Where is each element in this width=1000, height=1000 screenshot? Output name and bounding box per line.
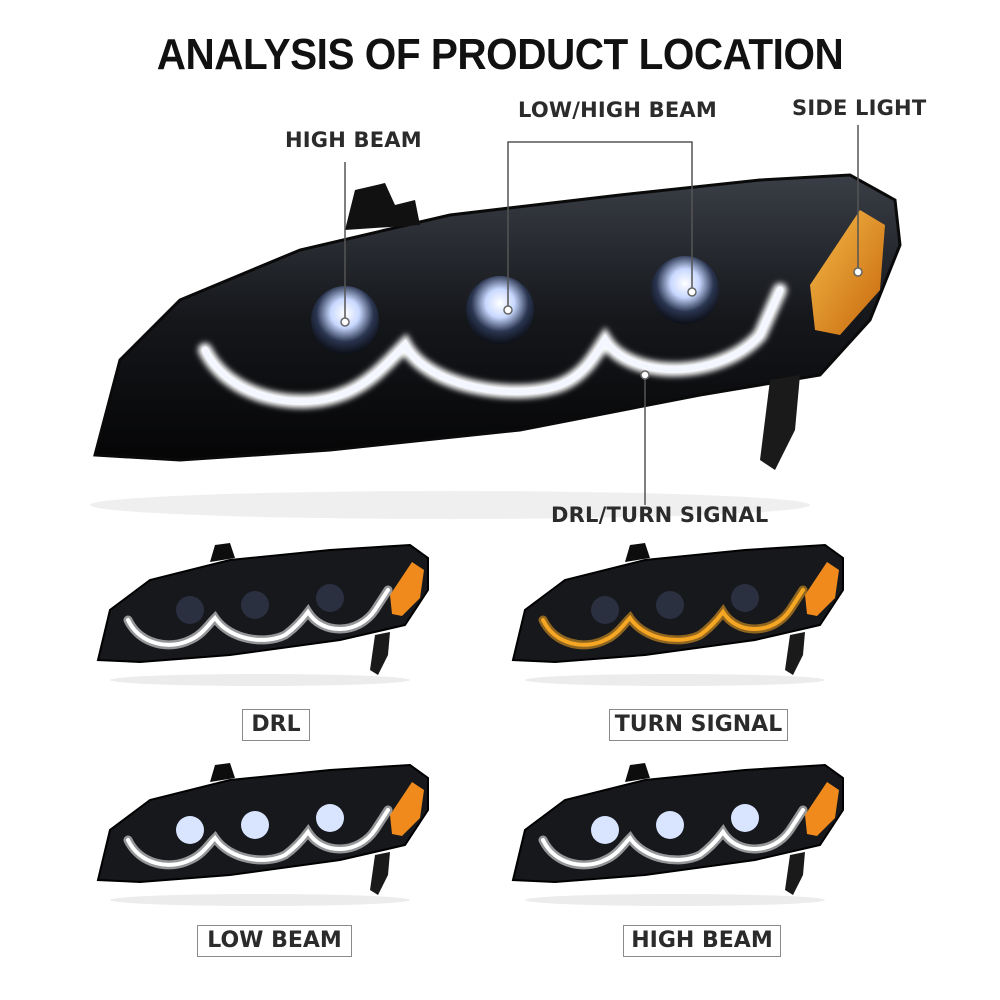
caption-drl: DRL bbox=[242, 709, 310, 741]
main-bracket bbox=[760, 375, 800, 470]
variant-lens-3 bbox=[316, 584, 344, 612]
variant-bracket bbox=[370, 632, 390, 675]
variant-reflection bbox=[110, 674, 410, 686]
variant-lens-3 bbox=[316, 804, 344, 832]
variant-lens-2 bbox=[656, 591, 684, 619]
variant-headlight-low bbox=[96, 763, 429, 906]
variant-side-light bbox=[805, 782, 839, 836]
variant-side-light bbox=[390, 562, 424, 616]
variant-headlight-high bbox=[511, 763, 844, 906]
variant-lens-3 bbox=[731, 584, 759, 612]
callout-low-high-beam: LOW/HIGH BEAM bbox=[518, 98, 717, 122]
variant-bracket bbox=[370, 852, 390, 895]
caption-turn-signal: TURN SIGNAL bbox=[609, 709, 788, 741]
variant-drl-strip bbox=[541, 808, 805, 867]
variant-lens-1 bbox=[176, 816, 204, 844]
main-reflection bbox=[90, 491, 810, 519]
variant-lens-2 bbox=[656, 811, 684, 839]
variant-lens-2 bbox=[241, 811, 269, 839]
variant-drl-strip bbox=[126, 808, 390, 867]
variant-lens-1 bbox=[176, 596, 204, 624]
callout-lines bbox=[340, 125, 863, 505]
main-side-light bbox=[810, 210, 885, 335]
variant-side-light bbox=[805, 562, 839, 616]
variant-mount-tab bbox=[625, 543, 650, 562]
variant-drl-strip bbox=[541, 588, 805, 647]
variant-reflection bbox=[525, 894, 825, 906]
variant-lens-2 bbox=[241, 591, 269, 619]
variant-headlight-turn bbox=[511, 543, 844, 686]
variant-reflection bbox=[525, 674, 825, 686]
main-lens-3 bbox=[651, 256, 719, 324]
variant-drl-strip bbox=[126, 588, 390, 647]
page-title: ANALYSIS OF PRODUCT LOCATION bbox=[156, 30, 844, 79]
variant-mount-tab bbox=[625, 763, 650, 782]
main-lens-2 bbox=[466, 276, 534, 344]
variant-reflection bbox=[110, 894, 410, 906]
variant-lens-3 bbox=[731, 804, 759, 832]
callout-drl-turn-signal: DRL/TURN SIGNAL bbox=[551, 503, 769, 527]
variant-side-light bbox=[390, 782, 424, 836]
main-mount-tab bbox=[345, 183, 420, 230]
variant-bracket bbox=[785, 632, 805, 675]
callout-side-light: SIDE LIGHT bbox=[792, 96, 927, 120]
variant-bracket bbox=[785, 852, 805, 895]
variant-mount-tab bbox=[210, 763, 235, 782]
variant-lens-1 bbox=[591, 596, 619, 624]
variant-headlight-drl bbox=[96, 543, 429, 686]
caption-high-beam: HIGH BEAM bbox=[623, 925, 781, 957]
variant-lens-1 bbox=[591, 816, 619, 844]
variant-mount-tab bbox=[210, 543, 235, 562]
caption-low-beam: LOW BEAM bbox=[197, 925, 352, 957]
callout-high-beam: HIGH BEAM bbox=[285, 128, 422, 152]
